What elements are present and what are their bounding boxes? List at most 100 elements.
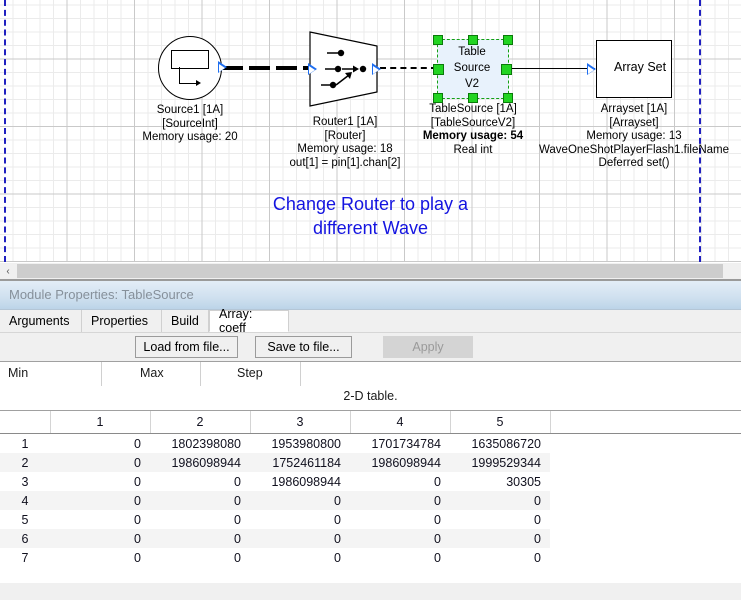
body-line: Source (453, 62, 491, 74)
table-cell[interactable]: 0 (434, 550, 441, 565)
table-cell-filler (550, 472, 741, 491)
router1-output-port-icon[interactable] (372, 63, 381, 75)
table-cell[interactable]: 1802398080 (171, 436, 241, 451)
table-cell[interactable]: 1701734784 (371, 436, 441, 451)
page-break-line-right (699, 0, 701, 262)
column-header-2[interactable]: 2 (150, 411, 251, 434)
table-cell[interactable]: 0 (334, 512, 341, 527)
table-cell[interactable]: 0 (134, 512, 141, 527)
coeff-table[interactable]: 1 2 3 4 5 1 0 1802398080 1953980800 17017347… (0, 411, 741, 567)
table-cell[interactable]: 0 (150, 491, 250, 510)
panel-titlebar[interactable]: Module Properties: TableSource (0, 281, 741, 310)
table-cell[interactable]: 0 (450, 529, 550, 548)
wire-router-to-tablesource[interactable] (380, 67, 437, 69)
scroll-left-arrow-icon[interactable]: ‹ (6, 265, 10, 277)
table-cell[interactable]: 0 (134, 436, 141, 451)
tablesource-input-port-icon[interactable] (433, 64, 444, 75)
table-cell[interactable]: 1986098944 (150, 453, 250, 472)
column-header-4[interactable]: 4 (350, 411, 451, 434)
caption-line: Arrayset [1A] (600, 103, 668, 115)
column-header-3[interactable]: 3 (250, 411, 351, 434)
row-header[interactable]: 6 (0, 529, 50, 548)
table-cell[interactable]: 0 (234, 550, 241, 565)
resize-handle-sw[interactable] (433, 93, 443, 103)
table-row[interactable]: 3 0 0 1986098944 0 30305 (0, 472, 741, 491)
wire-tablesource-to-arrayset[interactable] (510, 63, 596, 75)
tab-array-coeff[interactable]: Array: coeff (209, 307, 289, 335)
load-from-file-button[interactable]: Load from file... (135, 336, 238, 358)
resize-handle-n[interactable] (468, 35, 478, 45)
tabstrip[interactable]: Arguments Properties Build Array: coeff (0, 307, 741, 335)
resize-handle-s[interactable] (468, 93, 478, 103)
table-cell[interactable]: 0 (350, 491, 450, 510)
source1-output-port-icon[interactable] (218, 61, 227, 73)
row-header[interactable]: 7 (21, 550, 29, 565)
table-cell[interactable]: 1752461184 (250, 453, 350, 472)
canvas-horizontal-scrollbar[interactable]: ‹ (0, 262, 741, 279)
row-header[interactable]: 4 (0, 491, 50, 510)
resize-handle-se[interactable] (503, 93, 513, 103)
row-header[interactable]: 5 (21, 512, 29, 527)
resize-handle-nw[interactable] (433, 35, 443, 45)
resize-handle-ne[interactable] (503, 35, 513, 45)
column-header-1[interactable]: 1 (50, 411, 151, 434)
row-header[interactable]: 3 (21, 474, 29, 489)
scrollbar-thumb[interactable] (17, 264, 723, 278)
table-cell[interactable]: 1986098944 (271, 474, 341, 489)
caption-line: out[1] = pin[1].chan[2] (289, 156, 401, 169)
save-to-file-button[interactable]: Save to file... (255, 336, 352, 358)
table-cell[interactable]: 0 (334, 550, 341, 565)
canvas-annotation[interactable]: Change Router to play a different Wave (0, 192, 741, 240)
node-tablesource[interactable]: Table Source V2 TableSource [1A] [TableS… (423, 35, 523, 156)
node-arrayset[interactable]: Array Set Arrayset [1A] [Arrayset] Memor… (539, 40, 729, 169)
node-arrayset-caption: Arrayset [1A] [Arrayset] Memory usage: 1… (539, 103, 729, 171)
table-cell[interactable]: 0 (150, 529, 250, 548)
table-cell[interactable]: 0 (350, 529, 450, 548)
node-router1[interactable]: Router1 [1A] [Router] Memory usage: 18 o… (290, 30, 400, 169)
table-cell[interactable]: 1986098944 (350, 453, 450, 472)
table-row[interactable]: 1 0 1802398080 1953980800 1701734784 16350867… (0, 433, 741, 453)
table-body[interactable]: 1 0 1802398080 1953980800 1701734784 16350867… (0, 433, 741, 567)
router1-input-port-icon[interactable] (308, 63, 317, 75)
table-cell[interactable]: 0 (234, 474, 241, 489)
tab-arguments[interactable]: Arguments (0, 310, 82, 332)
wire-source-to-router[interactable] (222, 66, 310, 70)
table-cell[interactable]: 0 (250, 529, 350, 548)
table-cell[interactable]: 0 (50, 453, 150, 472)
node-source1[interactable]: Source1 [1A] [SourceInt] Memory usage: 2… (142, 36, 238, 143)
table-cell[interactable]: 1635086720 (471, 436, 541, 451)
tab-properties[interactable]: Properties (82, 310, 162, 332)
panel-title: Module Properties: TableSource (9, 287, 194, 302)
tablesource-output-port-icon[interactable] (501, 64, 512, 75)
table-cell[interactable]: 0 (450, 491, 550, 510)
table-cell[interactable]: 1953980800 (271, 436, 341, 451)
arrayset-body-text: Array Set (614, 60, 667, 74)
table-cell[interactable]: 30305 (506, 474, 541, 489)
table-cell[interactable]: 0 (250, 491, 350, 510)
table-cell[interactable]: 0 (134, 550, 141, 565)
table-cell[interactable]: 0 (50, 529, 150, 548)
table-caption: 2-D table. (343, 389, 398, 403)
table-cell[interactable]: 0 (434, 474, 441, 489)
table-cell[interactable]: 0 (234, 512, 241, 527)
table-cell[interactable]: 0 (534, 550, 541, 565)
caption-line: Memory usage: 18 (297, 143, 393, 155)
column-header-5[interactable]: 5 (450, 411, 551, 434)
source-stem-icon (179, 67, 180, 84)
table-row[interactable]: 7 0 0 0 0 0 (0, 548, 741, 567)
row-header[interactable]: 2 (0, 453, 50, 472)
coeff-data-grid[interactable]: 1 2 3 4 5 1 0 1802398080 1953980800 17017347… (0, 411, 741, 583)
row-header[interactable]: 1 (21, 436, 29, 451)
table-cell[interactable]: 0 (134, 474, 141, 489)
table-cell[interactable]: 0 (534, 512, 541, 527)
diagram-canvas[interactable]: Source1 [1A] [SourceInt] Memory usage: 2… (0, 0, 741, 262)
table-cell[interactable]: 0 (434, 512, 441, 527)
tab-build[interactable]: Build (162, 310, 209, 332)
table-caption-row: 2-D table. (0, 386, 741, 411)
table-cell[interactable]: 0 (50, 491, 150, 510)
table-cell[interactable]: 1999529344 (450, 453, 550, 472)
table-row[interactable]: 5 0 0 0 0 0 (0, 510, 741, 529)
